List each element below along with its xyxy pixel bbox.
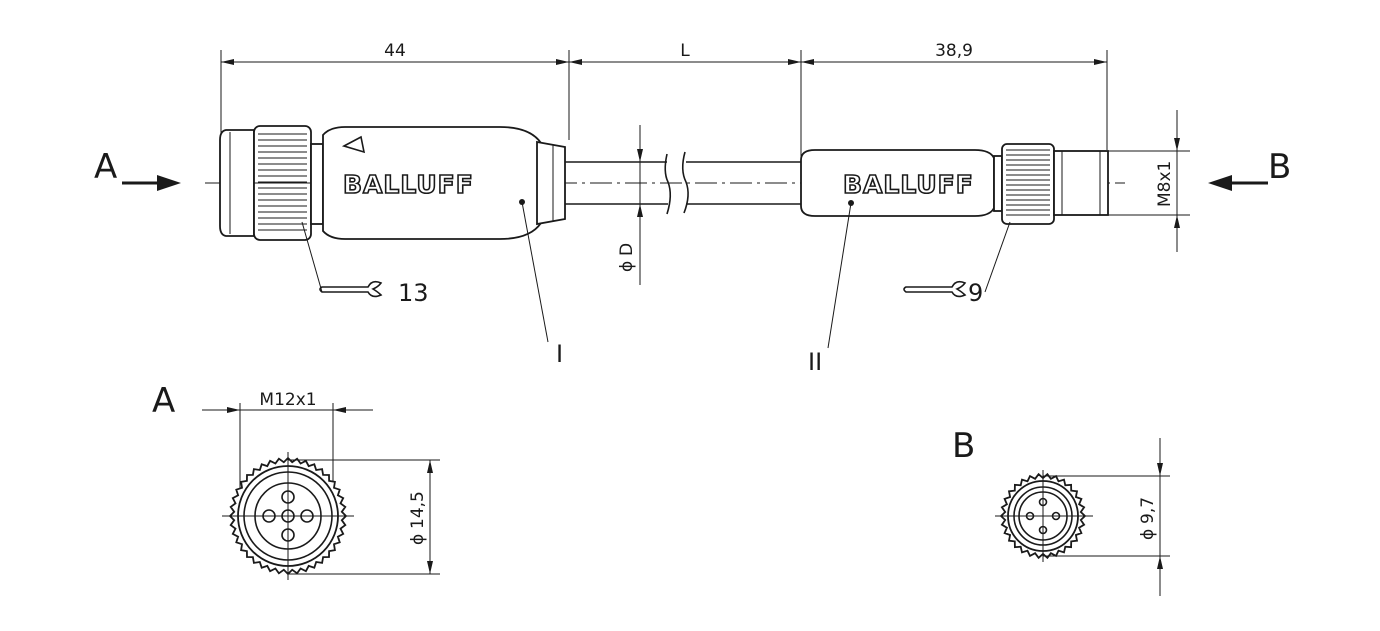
view-label-a-side: A [94, 147, 117, 187]
dim-male-thread: M8x1 [1155, 161, 1175, 207]
wrench-icon [319, 280, 383, 298]
dim-male-diameter-symbol: ϕ [1138, 529, 1158, 540]
left-connector: BALLUFF [219, 125, 566, 241]
cable: ϕ D [565, 125, 801, 285]
dim-cable-diameter: D [617, 243, 637, 256]
right-threaded-pin [1053, 150, 1109, 216]
right-knurled-nut [1001, 143, 1055, 225]
dim-male-diameter: 9,7 [1138, 497, 1158, 524]
view-b-face: B ϕ 9,7 [952, 426, 1170, 596]
part-label-right: II [808, 348, 822, 376]
triangle-marker-icon [341, 135, 366, 154]
view-arrow-icon [1208, 175, 1232, 191]
top-dimension-chain: 44 L 38,9 [220, 41, 1108, 175]
dim-female-thread: M12x1 [259, 390, 316, 410]
left-wrench-callout: 13 [301, 221, 429, 307]
view-arrow-a: A [94, 147, 181, 191]
view-b-title: B [952, 426, 975, 466]
dim-female-diameter: 14,5 [408, 491, 428, 529]
right-connector: BALLUFF M8x1 [800, 110, 1190, 252]
right-brand-logo: BALLUFF [843, 170, 974, 199]
view-a-title: A [152, 381, 175, 421]
dim-cable-diameter-symbol: ϕ [617, 261, 637, 272]
part-label-callouts: I II [521, 201, 852, 376]
part-label-left: I [556, 340, 563, 368]
right-knurl-lines [1006, 149, 1050, 216]
dim-left-length: 44 [384, 41, 406, 61]
left-strain-relief [536, 140, 566, 226]
left-knurl-lines [258, 133, 307, 231]
wrench-size-right: 9 [968, 279, 983, 307]
dim-right-length: 38,9 [935, 41, 973, 61]
view-a-face: A M12x1 ϕ 14,5 [152, 381, 440, 580]
dim-female-diameter-symbol: ϕ [408, 534, 428, 545]
dim-cable-length: L [680, 41, 690, 61]
wrench-size-left: 13 [398, 279, 429, 307]
left-brand-logo: BALLUFF [343, 170, 474, 199]
right-wrench-callout: 9 [903, 221, 1011, 307]
view-arrow-b: B [1208, 147, 1291, 191]
wrench-icon [903, 280, 967, 298]
view-arrow-icon [157, 175, 181, 191]
view-label-b-side: B [1268, 147, 1291, 187]
